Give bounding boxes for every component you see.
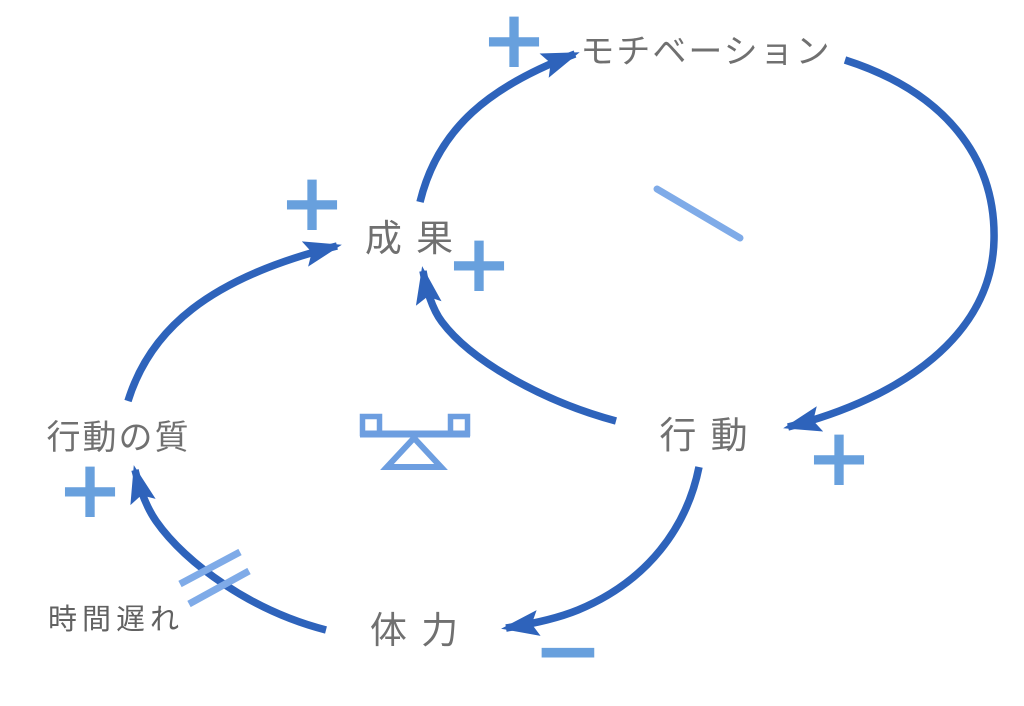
node-box-seika: 成 果 bbox=[322, 203, 498, 273]
edge-tairyoku-to-shitsu-arrow bbox=[130, 465, 327, 634]
delay-slash-2 bbox=[187, 567, 251, 608]
edge-koudou-to-tairyoku-arrow bbox=[501, 466, 703, 636]
polarity-sign-motivation: + bbox=[480, 0, 548, 86]
node-box-koudou: 行 動 bbox=[617, 403, 792, 468]
delay-slash-1 bbox=[178, 548, 242, 588]
polarity-sign-tairyoku-minus: − bbox=[532, 601, 604, 699]
balance-scale-icon bbox=[359, 413, 471, 470]
edge-motivation-to-koudou-arrow bbox=[783, 56, 998, 432]
diagonal-line-segment bbox=[653, 185, 744, 242]
node-label-koudou-no-shitsu: 行動の質 bbox=[46, 419, 191, 457]
node-box-koudou-no-shitsu: 行動の質 bbox=[30, 403, 207, 473]
edge-seika-to-motivation-arrow bbox=[416, 50, 580, 203]
polarity-sign-seika-right: + bbox=[445, 217, 513, 310]
balance-fulcrum bbox=[380, 433, 448, 470]
edge-koudou-to-seika-arrow bbox=[415, 266, 617, 425]
node-label-tairyoku: 体 力 bbox=[369, 610, 461, 651]
node-box-motivation: モチベーション bbox=[567, 15, 845, 88]
node-label-koudou: 行 動 bbox=[659, 415, 750, 456]
node-label-seika: 成 果 bbox=[364, 217, 456, 259]
delay-marks-icon bbox=[178, 548, 251, 608]
polarity-sign-seika-left: + bbox=[278, 156, 346, 249]
polarity-sign-koudou: + bbox=[805, 411, 873, 504]
time-delay-label: 時間遅れ bbox=[48, 604, 185, 636]
node-label-motivation: モチベーション bbox=[580, 32, 832, 71]
polarity-sign-shitsu: + bbox=[56, 443, 124, 536]
node-box-tairyoku: 体 力 bbox=[327, 598, 503, 663]
edge-shitsu-to-seika-arrow bbox=[124, 241, 342, 403]
